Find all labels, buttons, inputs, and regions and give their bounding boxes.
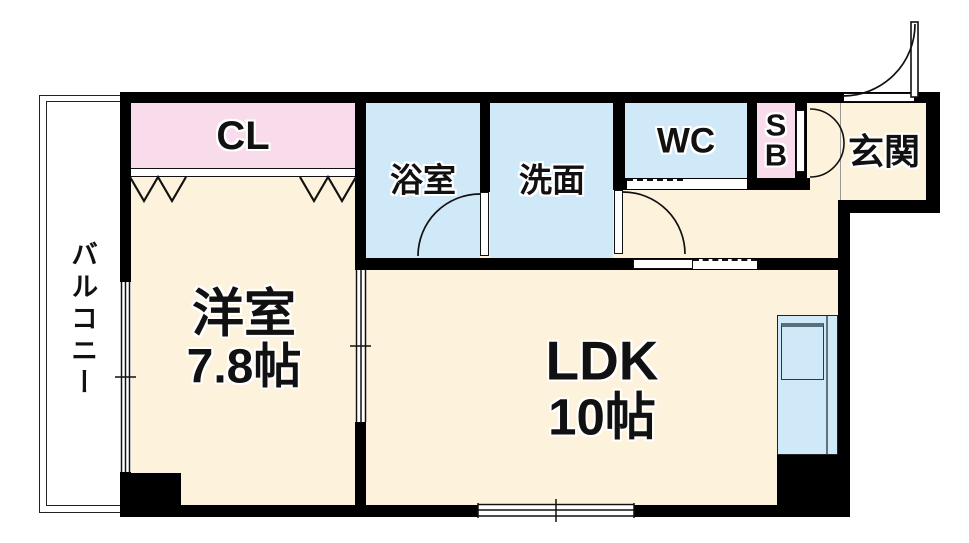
wall-washroom-toilet	[613, 103, 625, 178]
shoebox-door-leaf	[796, 110, 805, 172]
room-closet	[131, 103, 355, 168]
washroom-label: 洗面	[519, 161, 585, 199]
room-entrance	[838, 103, 926, 200]
ldk-size: 10帖	[548, 388, 656, 446]
wall-entrance-bottom	[838, 200, 940, 213]
toilet-sliding-door-panel	[683, 179, 747, 189]
entrance-step-line	[840, 103, 841, 200]
wall-bath-washroom	[480, 103, 490, 192]
toilet-sliding-door-track	[627, 179, 683, 189]
balcony-inner-line	[46, 101, 121, 506]
balcony-window-lines	[115, 282, 136, 472]
hallway-sliding-door-panel	[633, 259, 693, 269]
closet-label: CL	[216, 114, 270, 158]
western-room-name: 洋室	[191, 285, 297, 344]
washroom-door-arc	[622, 191, 686, 255]
ldk-name: LDK	[545, 329, 659, 392]
balcony-label: バルコニー	[67, 240, 98, 400]
shoebox-label: SB	[764, 107, 788, 173]
wall-entrance-right	[926, 92, 940, 213]
hanger-zigzag-left	[129, 174, 187, 204]
pillar-bottom-left	[120, 473, 181, 516]
room-shoe-box	[757, 103, 795, 178]
ldk-label: LDK 10帖	[545, 329, 659, 446]
toilet-label: WC	[656, 121, 716, 161]
bath-door-arc	[417, 193, 481, 257]
pillar-bottom-right	[777, 455, 850, 516]
ldk-window-lines	[477, 499, 635, 522]
entrance-door-arc	[842, 23, 916, 97]
western-ldk-slider-lines	[350, 270, 371, 422]
room-toilet	[625, 103, 747, 178]
closet-sliding-door	[131, 168, 355, 177]
room-washroom	[490, 103, 613, 258]
western-room-size: 7.8帖	[186, 340, 302, 394]
bath-label: 浴室	[390, 161, 456, 199]
western-room-label: 洋室 7.8帖	[186, 285, 302, 394]
entrance-door-opening	[844, 93, 914, 102]
hallway-sliding-door-track	[693, 259, 757, 269]
hanger-zigzag-right	[299, 174, 357, 204]
shoebox-door-arcs	[809, 108, 845, 178]
entrance-label: 玄関	[847, 131, 921, 173]
bath-door-leaf	[480, 192, 489, 256]
kitchen-sink	[781, 323, 824, 380]
wall-toilet-shoebox	[747, 103, 757, 178]
washroom-door-leaf	[614, 190, 623, 254]
entrance-door-leaf	[910, 21, 919, 98]
